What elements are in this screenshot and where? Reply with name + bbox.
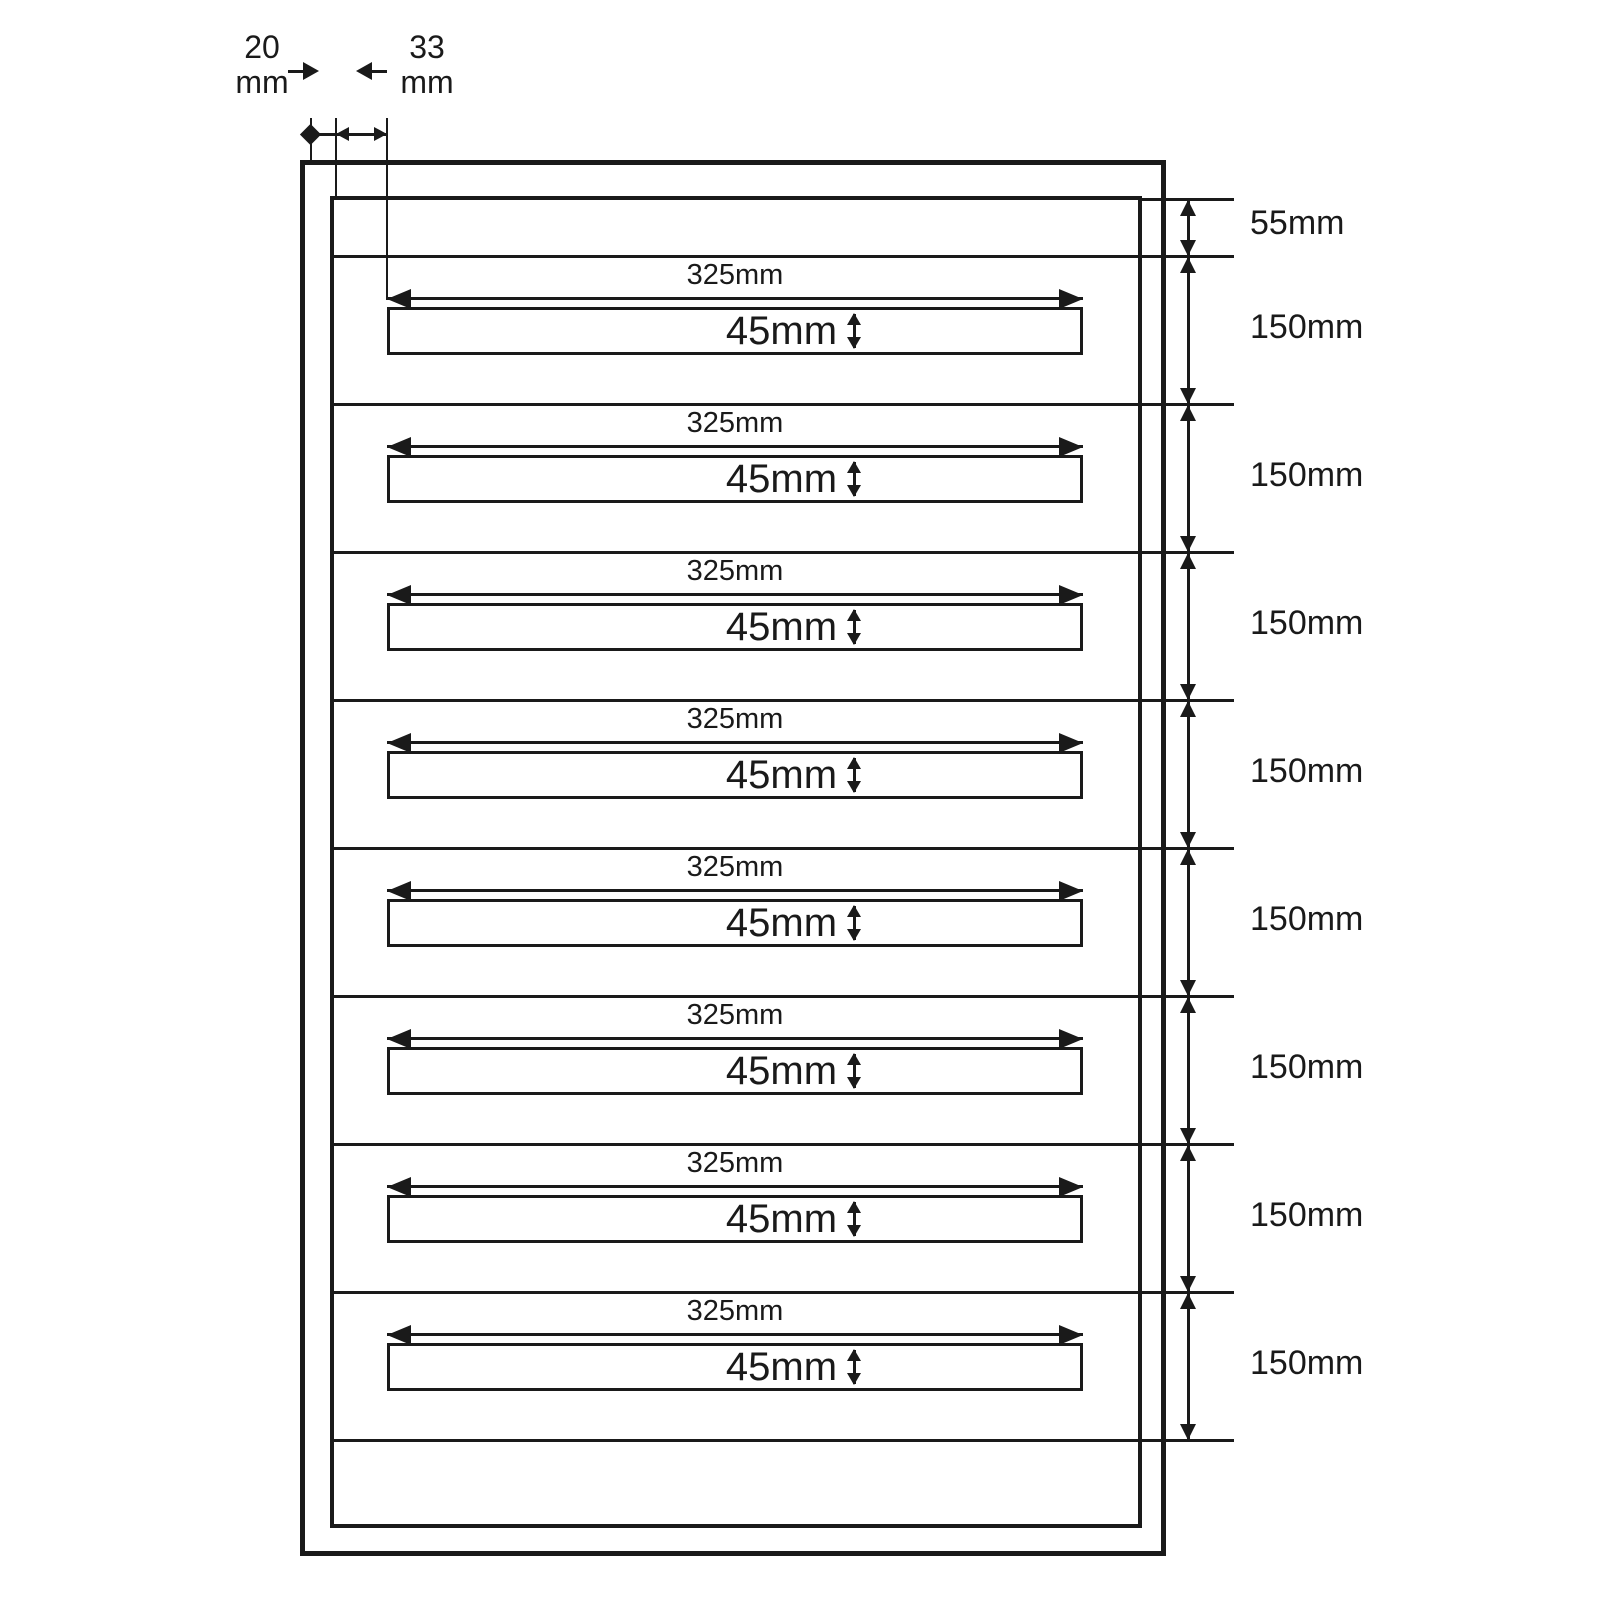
height-dimension-arrow [847, 461, 862, 497]
label-slot: 45mm [387, 307, 1083, 355]
height-dimension-arrow [847, 905, 862, 941]
dimension-tick [1142, 198, 1234, 201]
row-height-label: 150mm [1250, 308, 1364, 346]
outer-frame [300, 160, 1166, 1556]
label-slot: 45mm [387, 603, 1083, 651]
row-height-arrow [1180, 997, 1196, 1144]
slot-height-label: 45mm [725, 753, 838, 797]
label-row: 325mm 45mm [387, 699, 1083, 847]
label-slot: 45mm [387, 455, 1083, 503]
label-slot: 45mm [387, 1195, 1083, 1243]
row-divider [330, 1439, 1142, 1442]
dimension-tick [1142, 699, 1234, 702]
row-divider [330, 847, 1142, 850]
slot-height-label: 45mm [725, 1345, 838, 1389]
label-row: 325mm 45mm [387, 995, 1083, 1143]
label-row: 325mm 45mm [387, 403, 1083, 551]
row-divider [330, 255, 1142, 258]
slot-height-label: 45mm [725, 1197, 838, 1241]
outer-margin-label: 20 mm [235, 29, 289, 100]
slot-width-label: 325mm [686, 407, 784, 439]
row-height-label: 150mm [1250, 604, 1364, 642]
slot-height-label: 45mm [725, 605, 838, 649]
row-height-label: 150mm [1250, 900, 1364, 938]
height-dimension-arrow [847, 1201, 862, 1237]
inner-sheet [330, 196, 1142, 1528]
extension-line-slot-edge [386, 118, 388, 300]
row-height-arrow [1180, 553, 1196, 700]
row-divider [330, 403, 1142, 406]
row-divider [330, 995, 1142, 998]
label-row: 325mm 45mm [387, 255, 1083, 403]
width-dimension-arrow [387, 1325, 1083, 1345]
width-dimension-arrow [387, 1177, 1083, 1197]
row-height-arrow [1180, 701, 1196, 848]
row-height-arrow [1180, 1293, 1196, 1440]
outer-margin-arrowheads [299, 123, 322, 146]
row-height-label: 150mm [1250, 1196, 1364, 1234]
slot-width-label: 325mm [686, 851, 784, 883]
width-dimension-arrow [387, 733, 1083, 753]
label-slot: 45mm [387, 1343, 1083, 1391]
width-dimension-arrow [387, 289, 1083, 309]
outer-margin-dimension-line [311, 133, 336, 136]
row-height-arrow [1180, 849, 1196, 996]
dimension-tick [1142, 551, 1234, 554]
slot-height-label: 45mm [725, 901, 838, 945]
height-dimension-arrow [847, 1349, 862, 1385]
label-slot: 45mm [387, 1047, 1083, 1095]
label-row: 325mm 45mm [387, 551, 1083, 699]
label-row: 325mm 45mm [387, 847, 1083, 995]
row-height-label: 150mm [1250, 752, 1364, 790]
height-dimension-arrow [847, 757, 862, 793]
extension-line-inner-edge [335, 118, 337, 200]
width-dimension-arrow [387, 585, 1083, 605]
inner-margin-leader-arrow [356, 62, 387, 80]
slot-height-label: 45mm [725, 457, 838, 501]
inner-margin-dimension-arrow [336, 127, 387, 141]
row-height-arrow [1180, 257, 1196, 404]
row-height-label: 150mm [1250, 1344, 1364, 1382]
inner-margin-label: 33 mm [400, 29, 454, 100]
slot-width-label: 325mm [686, 1147, 784, 1179]
row-divider [330, 1143, 1142, 1146]
row-height-label: 150mm [1250, 1048, 1364, 1086]
slot-width-label: 325mm [686, 1295, 784, 1327]
row-divider [330, 551, 1142, 554]
width-dimension-arrow [387, 1029, 1083, 1049]
label-slot: 45mm [387, 899, 1083, 947]
dimension-tick [1142, 1291, 1234, 1294]
height-dimension-arrow [847, 609, 862, 645]
dimension-tick [1142, 847, 1234, 850]
row-height-label: 150mm [1250, 456, 1364, 494]
slot-width-label: 325mm [686, 703, 784, 735]
row-divider [330, 699, 1142, 702]
top-section-height-arrow [1180, 200, 1196, 256]
slot-width-label: 325mm [686, 259, 784, 291]
label-row: 325mm 45mm [387, 1143, 1083, 1291]
slot-width-label: 325mm [686, 999, 784, 1031]
dimension-tick [1142, 995, 1234, 998]
width-dimension-arrow [387, 437, 1083, 457]
row-height-arrow [1180, 405, 1196, 552]
dimension-tick [1142, 1439, 1234, 1442]
label-slot: 45mm [387, 751, 1083, 799]
dimension-tick [1142, 1143, 1234, 1146]
dimension-tick [1142, 255, 1234, 258]
height-dimension-arrow [847, 313, 862, 349]
slot-width-label: 325mm [686, 555, 784, 587]
label-row: 325mm 45mm [387, 1291, 1083, 1439]
dimension-tick [1142, 403, 1234, 406]
width-dimension-arrow [387, 881, 1083, 901]
top-section-height-label: 55mm [1250, 204, 1345, 242]
row-divider [330, 1291, 1142, 1294]
slot-height-label: 45mm [725, 1049, 838, 1093]
outer-margin-leader-arrow [288, 62, 319, 80]
slot-height-label: 45mm [725, 309, 838, 353]
row-height-arrow [1180, 1145, 1196, 1292]
height-dimension-arrow [847, 1053, 862, 1089]
